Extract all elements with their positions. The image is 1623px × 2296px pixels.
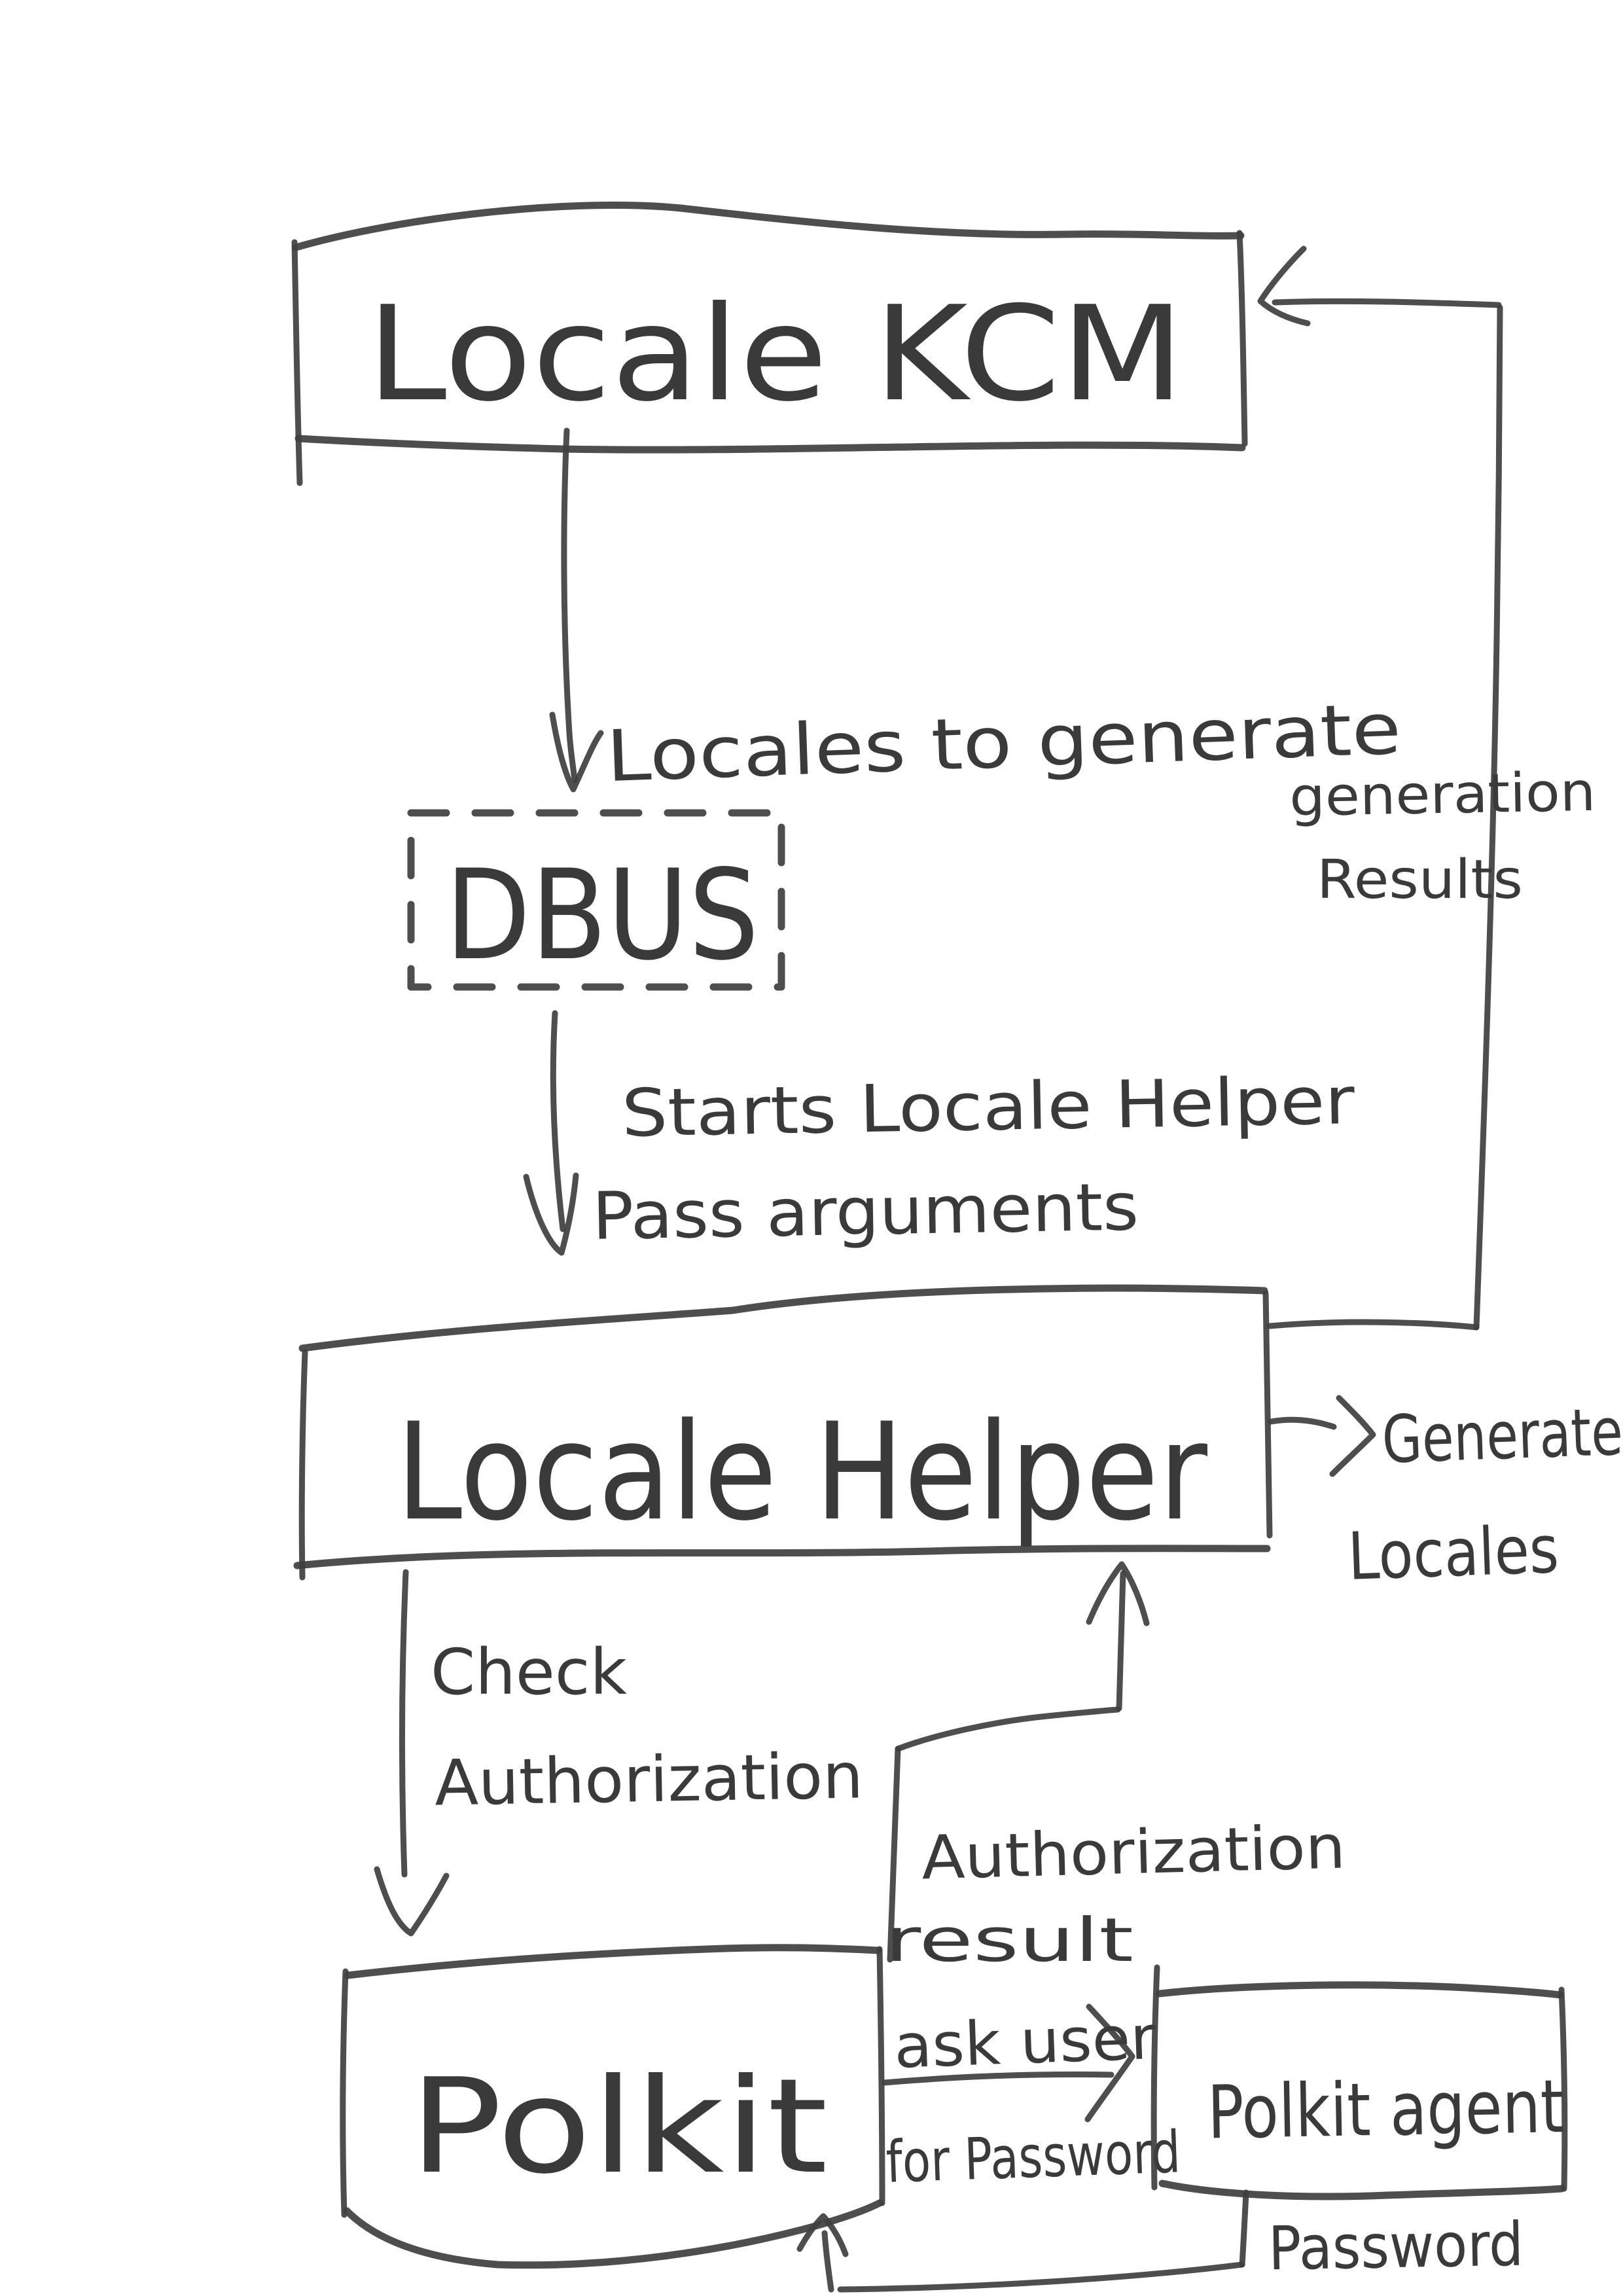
edge-label-for-password: for Password <box>885 2118 1181 2196</box>
pen-stroke <box>298 1284 1268 1352</box>
dbus-label: DBUS <box>445 843 759 988</box>
edge-label-check: Check <box>431 1636 627 1709</box>
edge-authorization-result <box>887 1561 1150 1963</box>
locale-helper-label: Locale Helper <box>396 1395 1208 1551</box>
pen-stroke <box>1150 1964 1160 2191</box>
polkit-agent-label: Polkit agent <box>1207 2064 1565 2155</box>
edge-generation-results <box>1257 245 1503 1331</box>
polkit-label: Polkit <box>409 2051 828 2203</box>
edge-label-generation: generation <box>1289 761 1596 829</box>
edge-label-locales: Locales <box>1347 1511 1560 1595</box>
pen-stroke <box>343 2199 883 2269</box>
edge-generate-locales <box>1268 1395 1376 1477</box>
pen-stroke <box>1156 1981 1564 1999</box>
locale-kcm-label: Locale KCM <box>366 278 1185 431</box>
pen-stroke <box>1272 298 1502 308</box>
arrow-dbus-to-helper <box>523 1010 579 1256</box>
pen-stroke <box>887 1746 901 1963</box>
pen-stroke <box>837 2261 1245 2293</box>
polkit-agent-box <box>1150 1964 1568 2200</box>
pen-stroke <box>1236 230 1248 447</box>
pen-stroke <box>561 427 578 783</box>
arrow-up-icon <box>1086 1561 1150 1626</box>
edge-password <box>796 2189 1249 2293</box>
arrow-right-icon <box>1084 2003 1135 2123</box>
pen-stroke <box>298 1349 308 1581</box>
arrow-down-icon <box>374 1866 450 1937</box>
locale-helper-box <box>293 1284 1273 1581</box>
pen-stroke <box>344 1944 882 1979</box>
pen-stroke <box>340 1968 349 2218</box>
arrow-left-icon <box>1257 245 1311 327</box>
locale-kcm-box <box>291 201 1248 486</box>
pen-stroke <box>550 1010 566 1232</box>
edge-label-results: Results <box>1317 849 1523 911</box>
pen-stroke <box>882 2072 1115 2086</box>
edge-label-generate: Generate <box>1381 1393 1623 1479</box>
pen-stroke <box>293 1545 1271 1570</box>
arrow-right-icon <box>1329 1395 1376 1477</box>
arrow-helper-to-polkit <box>374 1569 450 1937</box>
polkit-box <box>340 1944 885 2269</box>
edge-label-password: Password <box>1268 2210 1524 2284</box>
pen-stroke <box>1262 1290 1273 1539</box>
edge-label-pass-arguments: Pass arguments <box>592 1168 1139 1255</box>
arrow-polkit-to-agent <box>882 2003 1135 2123</box>
pen-stroke <box>895 1706 1121 1752</box>
pen-stroke <box>1266 1319 1480 1331</box>
arrow-kcm-to-dbus <box>549 427 604 793</box>
edge-label-ask-user: ask user <box>893 2003 1157 2082</box>
arrow-up-icon <box>796 2213 849 2257</box>
pen-stroke <box>1116 1570 1126 1712</box>
dbus-box <box>407 809 785 991</box>
edge-label-locales-to-generate: Locales to generate <box>605 689 1402 798</box>
pen-stroke <box>294 435 1246 454</box>
pen-stroke <box>1558 1986 1568 2192</box>
pen-stroke <box>292 201 1245 251</box>
arrow-down-icon <box>523 1172 579 1256</box>
edge-label-authorization-result-1: Authorization <box>921 1812 1347 1893</box>
edge-label-authorization-result-2: result <box>885 1905 1133 1975</box>
pen-stroke <box>876 1946 885 2206</box>
pen-stroke <box>1158 2179 1565 2200</box>
pen-stroke <box>399 1569 409 1878</box>
arrow-down-icon <box>549 711 604 793</box>
pen-stroke <box>1239 2189 1249 2268</box>
edge-label-authorization: Authorization <box>434 1739 864 1820</box>
pen-stroke <box>821 2230 834 2293</box>
pen-stroke <box>291 239 303 486</box>
edge-label-starts-locale-helper: Starts Locale Helper <box>621 1062 1356 1152</box>
pen-stroke <box>1473 304 1503 1331</box>
pen-stroke <box>1268 1416 1337 1430</box>
